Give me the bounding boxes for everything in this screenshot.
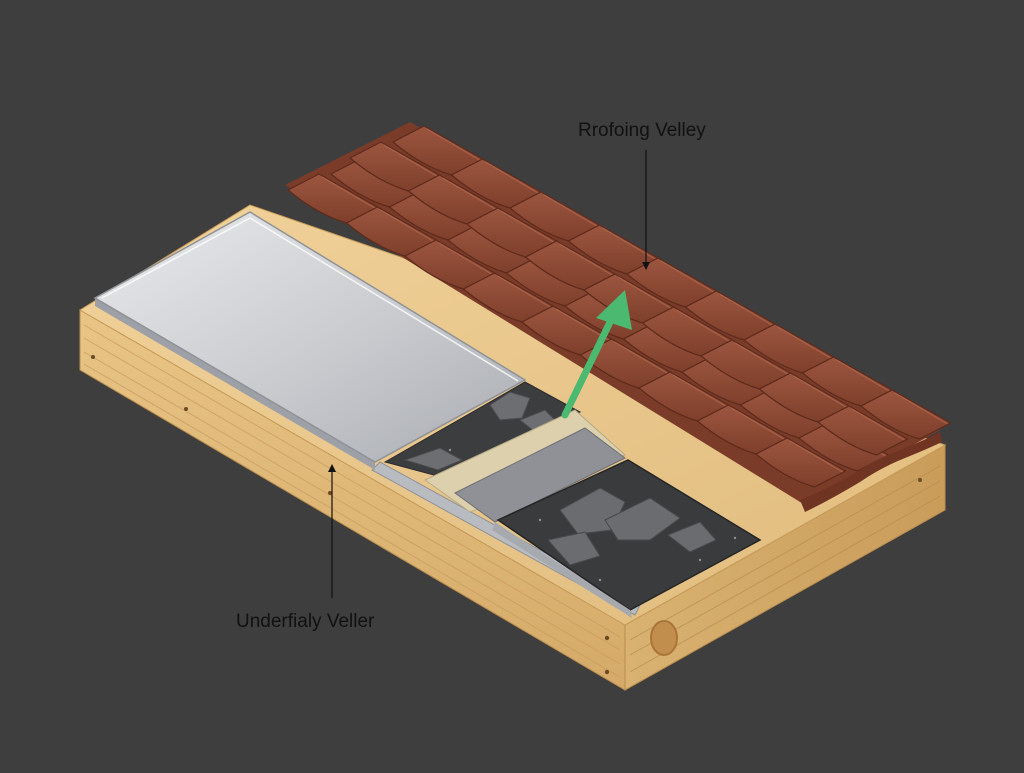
roof-tile-highlight — [497, 275, 551, 308]
roof-tile-highlight — [442, 177, 496, 210]
roof-tile-highlight — [543, 194, 597, 227]
bottom-leader-arrowhead — [328, 464, 336, 472]
tile-rows — [286, 125, 952, 488]
bottom-label-group: Underfialy Veller — [236, 464, 375, 632]
roof-tile-highlight — [793, 375, 847, 408]
roof-tile-highlight — [672, 374, 726, 407]
roof-tile-highlight — [500, 210, 554, 243]
roof-tile — [816, 405, 909, 456]
clay-roof-tiles — [285, 122, 952, 512]
roof-tile-highlight — [614, 341, 668, 374]
top-leader-arrowhead — [642, 262, 650, 270]
top-label-group: Rrofoing Velley — [578, 120, 706, 270]
roof-tile-highlight — [485, 161, 539, 194]
roof-tile-highlight — [660, 260, 714, 293]
roof-tile — [754, 437, 847, 488]
roof-tile-highlight — [734, 342, 788, 375]
roof-tile-highlight — [719, 293, 773, 326]
roof-tile-highlight — [777, 326, 831, 359]
roof-tile-highlight — [617, 276, 671, 309]
top-label: Rrofoing Velley — [578, 120, 706, 141]
roof-tile-highlight — [555, 308, 609, 341]
flow-arrow — [561, 290, 632, 419]
roof-tile-highlight — [426, 128, 480, 161]
roof-tile-highlight — [851, 408, 905, 441]
nail-holes — [91, 355, 922, 675]
roof-tile-highlight — [559, 243, 613, 276]
wood-knot — [650, 620, 678, 656]
roof-tile-highlight — [836, 359, 890, 392]
roof-tile-highlight — [321, 176, 375, 209]
roof-tile-highlight — [380, 209, 434, 242]
roof-tile-highlight — [438, 242, 492, 275]
bottom-label: Underfialy Veller — [236, 611, 375, 632]
roof-tile-highlight — [894, 392, 948, 425]
roof-tile-highlight — [383, 144, 437, 177]
roof-tile-highlight — [731, 407, 785, 440]
roof-tile-highlight — [676, 309, 730, 342]
roof-tile — [859, 389, 952, 440]
underlayment-section — [383, 381, 762, 618]
roof-tile-highlight — [789, 440, 843, 473]
